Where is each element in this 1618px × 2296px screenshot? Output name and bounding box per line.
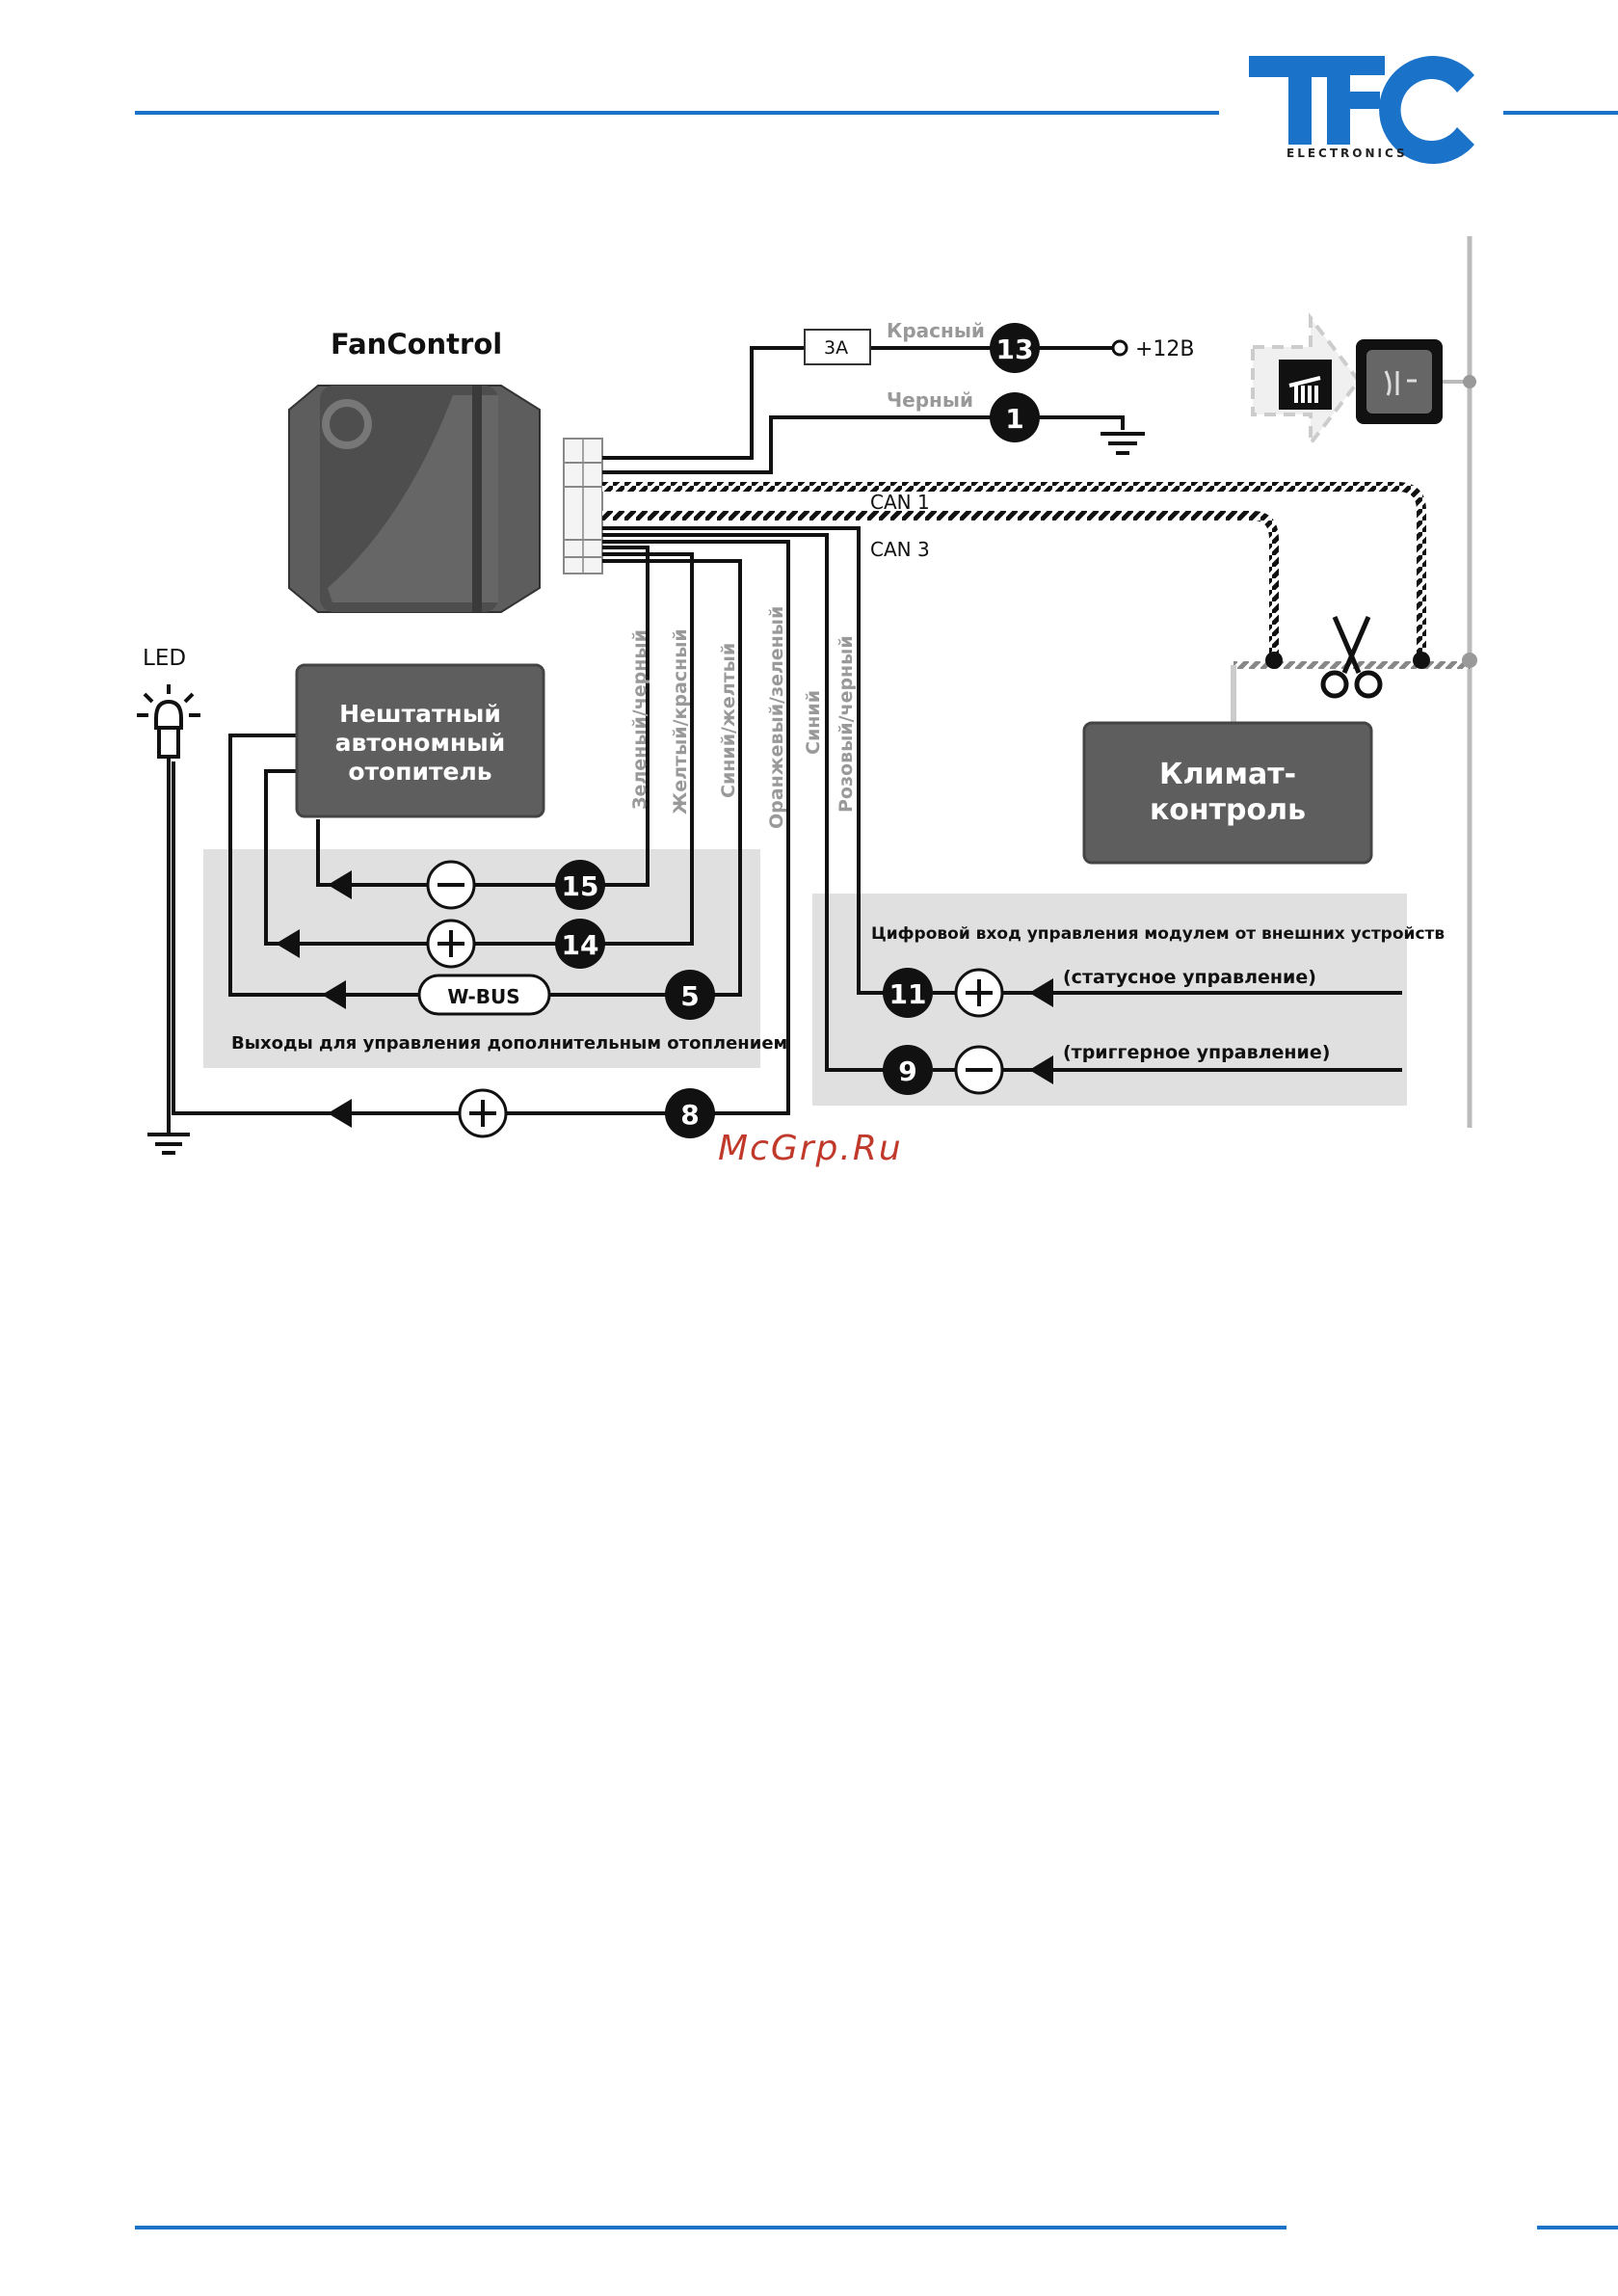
heater-box — [295, 663, 545, 818]
tec-logo: ELECTRONICS — [1249, 56, 1474, 165]
arrow-out-8 — [328, 1099, 352, 1128]
label-green-black: Зеленый/черный — [629, 629, 650, 810]
pin-5-label: 5 — [680, 980, 699, 1012]
pin-11-label: 11 — [889, 978, 927, 1010]
pin-1 — [990, 392, 1040, 442]
fuse-label: 3A — [824, 337, 848, 359]
wbus-badge — [417, 974, 551, 1016]
plus-12v-terminal — [1111, 339, 1128, 357]
pin-9-label: 9 — [898, 1055, 916, 1087]
pin-8-label: 8 — [680, 1099, 699, 1131]
bus-junction — [1462, 653, 1477, 668]
wire-blue — [602, 533, 920, 1072]
climate-line2: контроль — [1150, 793, 1306, 827]
trigger-label: (триггерное управление) — [1063, 1042, 1330, 1063]
status-label: (статусное управление) — [1063, 967, 1316, 988]
pin-8 — [665, 1088, 715, 1138]
arrow-out-5 — [322, 980, 346, 1009]
plus-12v-label: +12B — [1135, 337, 1195, 361]
climate-control-box — [1082, 721, 1373, 865]
fancontrol-module — [288, 385, 541, 613]
arrow-in-11 — [1029, 978, 1053, 1007]
pin-5 — [665, 970, 715, 1020]
module-title: FanControl — [331, 328, 502, 360]
pin-11 — [883, 968, 933, 1018]
ground-icon — [1101, 432, 1145, 455]
wbus-label: W-BUS — [447, 985, 519, 1008]
scissors-icon — [1320, 616, 1383, 699]
pin-15 — [555, 860, 605, 910]
can1-label: CAN 1 — [870, 491, 930, 514]
label-blue-yellow: Синий/желтый — [718, 643, 739, 798]
can3-junction — [1265, 652, 1283, 669]
black-wire-label: Черный — [887, 388, 973, 412]
plus-sign-11 — [966, 979, 993, 1006]
outputs-caption: Выходы для управления дополнительным ото… — [231, 1033, 787, 1054]
pin-9 — [883, 1045, 933, 1095]
arrow-out-15 — [328, 870, 352, 899]
label-blue: Синий — [803, 690, 824, 755]
pin-1-label: 1 — [1005, 403, 1023, 435]
led-icon — [137, 684, 200, 759]
watermark: McGrp.Ru — [718, 1129, 903, 1168]
wire-green-black — [316, 546, 650, 887]
pin-13 — [990, 323, 1040, 373]
black-wire — [602, 415, 1125, 474]
pin-14 — [555, 919, 605, 969]
can3-wire — [602, 511, 1279, 655]
inputs-caption: Цифровой вход управления модулем от внеш… — [871, 924, 1445, 944]
can3-label: CAN 3 — [870, 538, 930, 561]
plus-sign-8 — [469, 1100, 496, 1127]
heater-line1: Нештатный — [339, 700, 501, 728]
can1-wire — [602, 482, 1426, 655]
plus-sign-14 — [438, 930, 464, 957]
pin-13-label: 13 — [996, 334, 1034, 365]
arrow-in-9 — [1029, 1055, 1053, 1084]
heater-line2: автономный — [335, 729, 506, 757]
module-connector — [563, 438, 603, 574]
can1-junction — [1413, 652, 1430, 669]
seat-buttons — [1251, 312, 1476, 449]
label-orange-green: Оранжевый/зеленый — [766, 606, 787, 829]
wire-orange-green — [172, 540, 790, 1115]
led-ground-icon — [147, 1133, 190, 1155]
label-yellow-red: Желтый/красный — [670, 628, 691, 814]
fuse — [804, 329, 871, 365]
led-label: LED — [143, 646, 186, 671]
label-pink-black: Розовый/черный — [836, 635, 857, 813]
pin-15-label: 15 — [562, 870, 599, 902]
heater-line3: отопитель — [348, 758, 491, 786]
red-wire — [602, 346, 1113, 460]
arrow-out-14 — [276, 929, 300, 958]
pin-14-label: 14 — [562, 929, 599, 961]
logo-subtitle: ELECTRONICS — [1286, 147, 1408, 160]
wire-yellow-red — [264, 552, 694, 946]
red-wire-label: Красный — [887, 319, 985, 342]
climate-line1: Климат- — [1159, 758, 1296, 791]
